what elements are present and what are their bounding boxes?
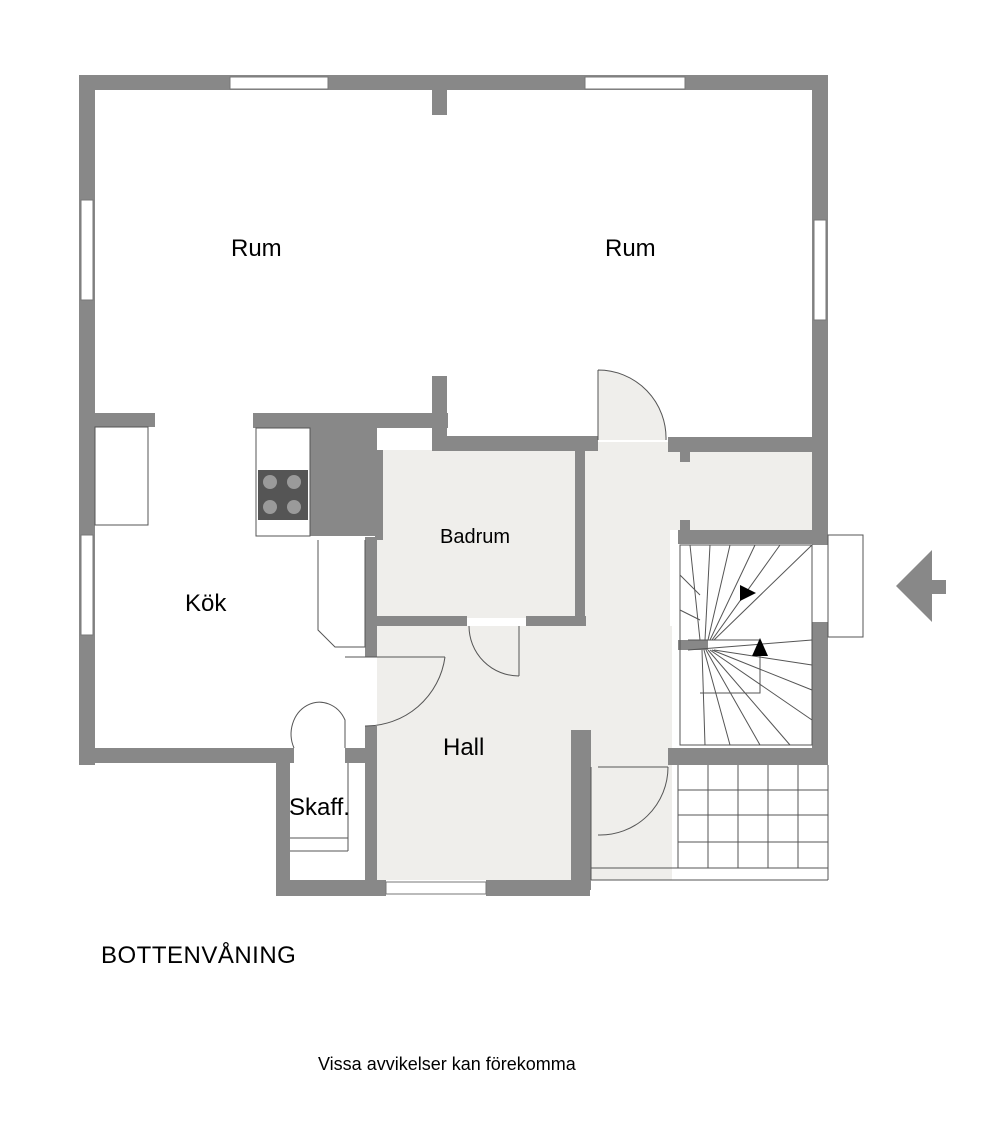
doors	[290, 369, 669, 836]
floor-areas	[377, 369, 815, 880]
window-right	[813, 219, 827, 321]
door-skafferi	[290, 701, 346, 749]
entrance-arrow-icon	[896, 550, 946, 622]
badrum-floor	[377, 450, 577, 618]
stove-icon	[258, 470, 308, 520]
window-hall	[385, 881, 487, 895]
room-label-badrum: Badrum	[440, 526, 511, 548]
kitchen-counter	[255, 427, 311, 537]
kitchen-counter-left	[94, 426, 149, 526]
side-corridor-floor	[670, 450, 815, 530]
room-label-rum-right: Rum	[605, 235, 656, 262]
fridge	[317, 540, 366, 648]
staircase	[679, 544, 813, 746]
door-corridor	[597, 369, 667, 441]
door-entrance	[597, 766, 669, 836]
room-label-rum-left: Rum	[231, 235, 282, 262]
windows	[80, 76, 827, 895]
door-swing-corridor	[598, 369, 667, 440]
hall-floor	[377, 626, 672, 880]
floor-name: BOTTENVÅNING	[101, 942, 297, 969]
window-left-lower	[80, 534, 94, 636]
disclaimer-note: Vissa avvikelser kan förekomma	[318, 1054, 576, 1074]
door-badrum	[468, 625, 520, 677]
room-label-skafferi: Skaff.	[289, 794, 350, 821]
room-label-hall: Hall	[443, 734, 485, 761]
window-top-left	[229, 76, 329, 90]
room-label-kok: Kök	[185, 590, 227, 617]
window-left-upper	[80, 199, 94, 301]
kitchen-fixtures	[94, 426, 366, 648]
skafferi-shelves	[290, 763, 349, 852]
stair-arrow-icon	[740, 585, 768, 656]
door-kitchen-hall	[345, 656, 446, 727]
entrance-steps	[590, 534, 864, 881]
window-top-right	[584, 76, 686, 90]
